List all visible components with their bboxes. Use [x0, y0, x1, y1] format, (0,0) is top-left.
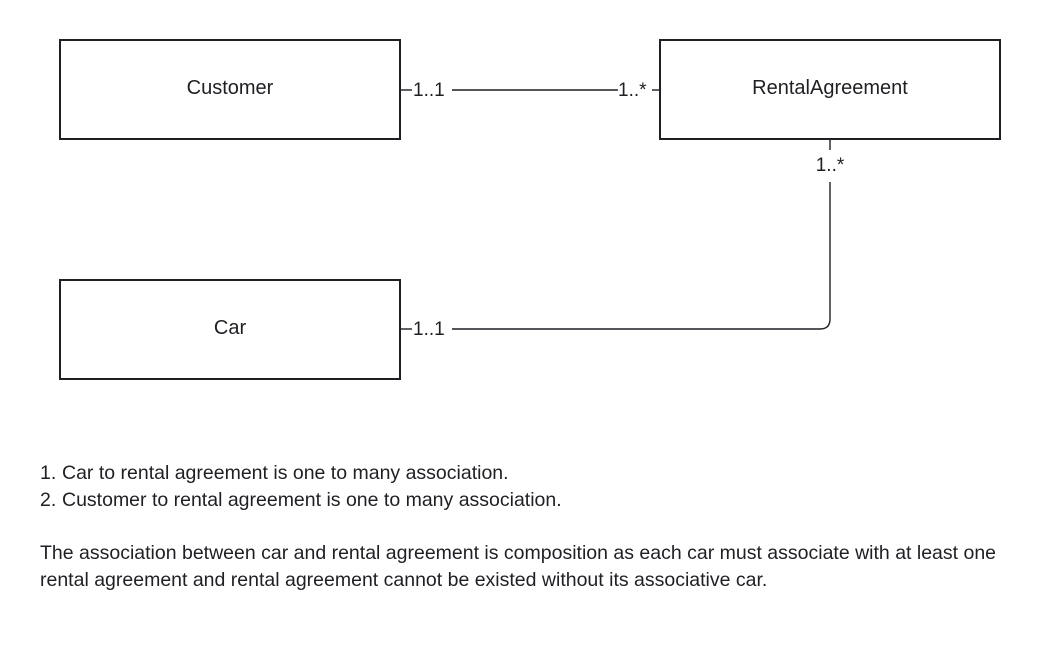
note-text: Car to rental agreement is one to many a… [62, 462, 509, 484]
note-item: 2. Customer to rental agreement is one t… [40, 487, 1040, 514]
note-item: 1. Car to rental agreement is one to man… [40, 460, 1040, 487]
composition-explanation: The association between car and rental a… [40, 542, 997, 591]
entity-customer[interactable]: Customer [59, 39, 401, 140]
multiplicity-rental-end-car: 1..* [816, 155, 845, 176]
association-car-rental[interactable]: 1..1 1..* [400, 139, 845, 340]
note-number: 1. [40, 462, 57, 484]
multiplicity-customer-end: 1..1 [413, 80, 445, 101]
notes-section: 1. Car to rental agreement is one to man… [40, 460, 1040, 594]
entity-rental-agreement-label: RentalAgreement [752, 77, 908, 99]
association-customer-rental[interactable]: 1..1 1..* [400, 80, 660, 101]
entity-car-box [59, 279, 401, 380]
multiplicity-car-end: 1..1 [413, 319, 445, 340]
multiplicity-rental-end-customer: 1..* [618, 80, 647, 101]
note-number: 2. [40, 489, 57, 511]
entity-rental-agreement-box [659, 39, 1001, 140]
entity-rental-agreement[interactable]: RentalAgreement [659, 39, 1001, 140]
entity-car-label: Car [214, 317, 247, 339]
association-car-rental-line [452, 182, 831, 330]
entity-customer-box [59, 39, 401, 140]
notes-list: 1. Car to rental agreement is one to man… [40, 460, 1040, 514]
entity-car[interactable]: Car [59, 279, 401, 380]
note-text: Customer to rental agreement is one to m… [62, 489, 562, 511]
entity-customer-label: Customer [187, 77, 274, 99]
class-diagram: Customer RentalAgreement Car 1..1 1..* 1… [59, 39, 1001, 380]
